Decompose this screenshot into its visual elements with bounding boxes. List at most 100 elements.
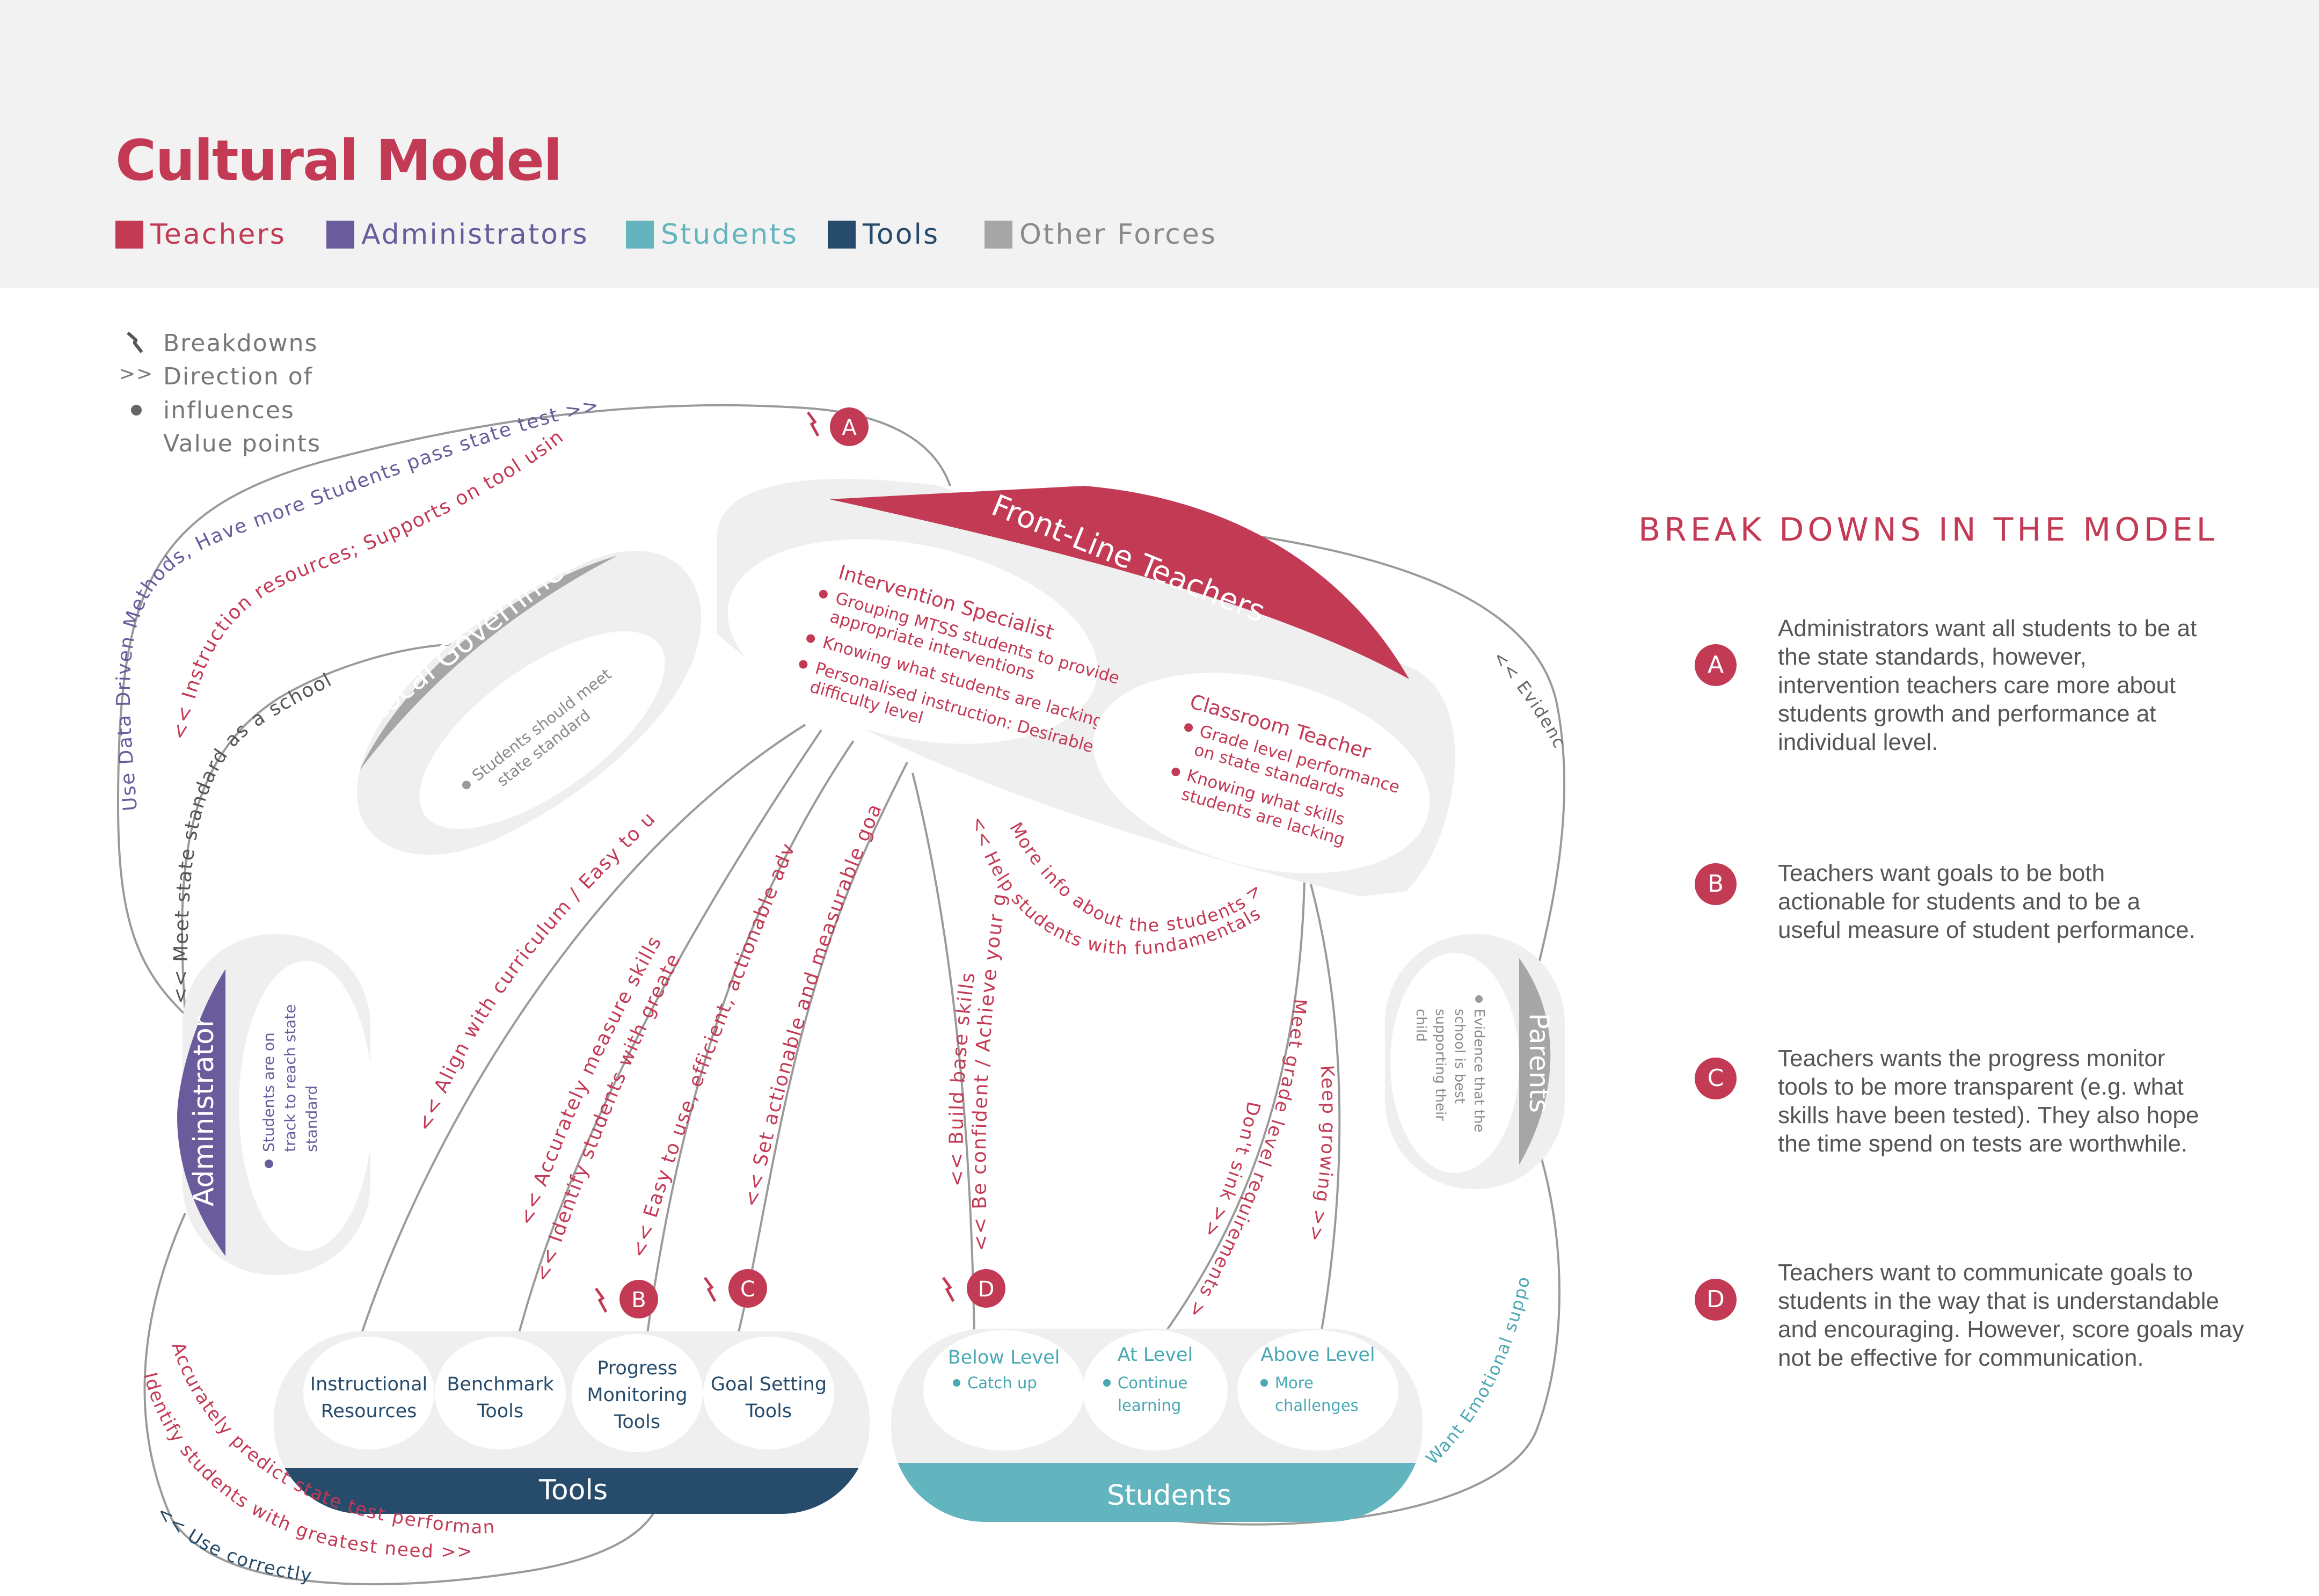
parents-label: Parents bbox=[1523, 1013, 1555, 1113]
legend-administrators: Administrators bbox=[326, 217, 589, 252]
value-dot bbox=[819, 589, 828, 599]
breakdown-line: actionable for students and to be a bbox=[1778, 888, 2141, 915]
flow-text: << Accurately measure skills bbox=[515, 932, 665, 1228]
breakdown-icon bbox=[806, 411, 820, 437]
breakdown-key-icon bbox=[127, 331, 143, 353]
value-dot bbox=[1171, 767, 1180, 776]
tool-items: Instructional Resources Benchmark Tools … bbox=[303, 1334, 834, 1452]
tool-benchmark bbox=[435, 1337, 566, 1449]
breakdown-line: tools to be more transparent (e.g. what bbox=[1778, 1074, 2184, 1100]
legend-label: Administrators bbox=[361, 218, 589, 251]
tool-label: Resources bbox=[321, 1401, 417, 1422]
breakdown-marker-c: C bbox=[703, 1269, 767, 1308]
students-band bbox=[891, 1463, 1423, 1522]
tool-progress-monitoring bbox=[572, 1334, 703, 1452]
connector-measure bbox=[517, 729, 822, 1337]
breakdown-line: students growth and performance at bbox=[1778, 701, 2156, 727]
key-direction-cont: influences bbox=[163, 397, 295, 424]
breakdown-line: and encouraging. However, score goals ma… bbox=[1778, 1316, 2244, 1343]
legend-tools: Tools bbox=[828, 217, 939, 252]
legend-swatch-teachers bbox=[115, 221, 143, 249]
value-dot bbox=[1260, 1379, 1268, 1387]
breakdown-line: Teachers want goals to be both bbox=[1778, 860, 2105, 886]
breakdown-badge-letter: D bbox=[978, 1277, 995, 1302]
value-dot bbox=[462, 781, 471, 790]
breakdown-line: the time spend on tests are worthwhile. bbox=[1778, 1131, 2188, 1157]
administrator-label: Administrator bbox=[188, 1016, 220, 1206]
flow-keep-growing: Keep growing >> bbox=[1304, 1065, 1339, 1244]
value-dot bbox=[799, 660, 808, 669]
breakdown-badge: C bbox=[1695, 1058, 1737, 1099]
breakdown-marker-d: D bbox=[942, 1269, 1005, 1308]
breakdown-line: Teachers wants the progress monitor bbox=[1778, 1045, 2165, 1072]
student-level-title: Below Level bbox=[948, 1347, 1060, 1368]
connector-setgoals bbox=[737, 762, 908, 1335]
tool-label: Instructional bbox=[310, 1374, 428, 1395]
flow-text: Keep growing >> bbox=[1304, 1065, 1338, 1244]
value-dot bbox=[1475, 995, 1483, 1003]
connector-keep bbox=[1309, 880, 1341, 1337]
tool-goal-setting bbox=[703, 1337, 834, 1449]
breakdown-badge bbox=[967, 1269, 1005, 1308]
breakdown-line: not be effective for communication. bbox=[1778, 1345, 2144, 1371]
student-value: challenges bbox=[1275, 1396, 1359, 1415]
connector-build bbox=[911, 773, 975, 1337]
breakdown-marker-b: B bbox=[594, 1280, 658, 1318]
breakdown-line: intervention teachers care more about bbox=[1778, 672, 2176, 698]
legend-label: Tools bbox=[863, 218, 940, 251]
tools-label: Tools bbox=[538, 1474, 608, 1506]
breakdown-badge: B bbox=[1695, 863, 1737, 905]
admin-value-line: Students are on bbox=[260, 1032, 278, 1152]
student-level-title: Above Level bbox=[1260, 1344, 1375, 1366]
legend-label: Teachers bbox=[150, 218, 286, 251]
key-breakdowns: Breakdowns bbox=[163, 330, 318, 357]
student-value: More bbox=[1275, 1374, 1314, 1392]
connector-meetgrade bbox=[1161, 880, 1306, 1338]
legend-label: Other Forces bbox=[1019, 218, 1217, 251]
connector-parents-students bbox=[1073, 1138, 1560, 1526]
value-dot bbox=[1184, 723, 1193, 732]
tool-label: Tools bbox=[614, 1411, 660, 1433]
legend-students: Students bbox=[626, 217, 798, 252]
tool-label: Progress bbox=[597, 1358, 677, 1379]
legend-label: Students bbox=[661, 218, 798, 251]
student-level-title: At Level bbox=[1118, 1344, 1193, 1366]
administrator-value: Students are on track to reach state sta… bbox=[260, 1004, 320, 1168]
breakdown-badge-letter: C bbox=[740, 1277, 755, 1302]
flow-measure: << Accurately measure skills bbox=[515, 932, 666, 1228]
parents-value-line: supporting their bbox=[1432, 1009, 1448, 1121]
breakdown-line: the state standards, however, bbox=[1778, 644, 2087, 670]
tool-label: Monitoring bbox=[587, 1384, 687, 1406]
breakdown-text: Teachers want goals to be both actionabl… bbox=[1778, 859, 2293, 944]
breakdown-badge bbox=[619, 1280, 658, 1318]
admin-value-line: track to reach state bbox=[281, 1004, 299, 1152]
legend-swatch-students bbox=[626, 221, 654, 249]
breakdown-icon bbox=[942, 1277, 955, 1302]
local-government-bubble bbox=[419, 631, 665, 829]
front-line-teachers-band bbox=[829, 486, 1409, 679]
key-direction-symbol: >> bbox=[119, 363, 154, 385]
breakdown-text: Teachers want to communicate goals to st… bbox=[1778, 1258, 2293, 1372]
student-items: Below Level Catch up At Level Continue l… bbox=[923, 1330, 1398, 1451]
value-dot bbox=[1103, 1379, 1111, 1387]
breakdown-marker-a: A bbox=[806, 407, 869, 446]
breakdown-icon bbox=[703, 1277, 717, 1302]
legend-swatch-tools bbox=[828, 221, 856, 249]
legend-other-forces: Other Forces bbox=[985, 217, 1217, 252]
key-direction: Direction of bbox=[163, 363, 313, 390]
parents-value: Evidence that the school is best support… bbox=[1413, 995, 1487, 1132]
admin-value-line: standard bbox=[303, 1085, 320, 1152]
legend-teachers: Teachers bbox=[115, 217, 286, 252]
parents-value-line: school is best bbox=[1452, 1009, 1468, 1104]
legend-swatch-administrators bbox=[326, 221, 354, 249]
connector-easy bbox=[646, 740, 855, 1337]
breakdown-badge: D bbox=[1695, 1279, 1737, 1321]
tool-label: Tools bbox=[745, 1401, 792, 1422]
students-label: Students bbox=[1107, 1480, 1231, 1512]
student-value: Continue bbox=[1118, 1374, 1187, 1392]
student-value: learning bbox=[1118, 1396, 1181, 1415]
parents-value-line: child bbox=[1413, 1009, 1429, 1042]
tool-label: Tools bbox=[477, 1401, 523, 1422]
value-dot bbox=[265, 1160, 273, 1168]
breakdown-line: students in the way that is understandab… bbox=[1778, 1288, 2219, 1314]
